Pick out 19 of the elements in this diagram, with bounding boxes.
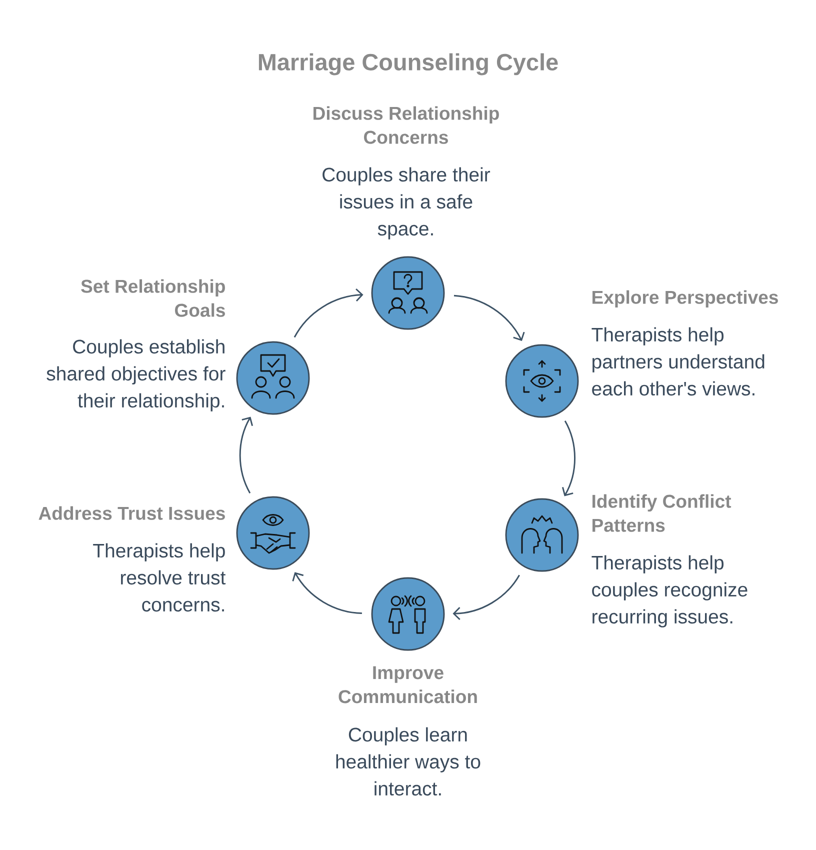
step-heading: Explore Perspectives xyxy=(592,290,778,308)
step-heading: Identify Conflict Patterns xyxy=(592,494,732,532)
title: Marriage Counseling Cycle xyxy=(258,53,558,76)
step-heading: Address Trust Issues xyxy=(38,506,225,520)
step-description: Therapists help couples recognize recurring issues. xyxy=(592,555,748,628)
step-description: Therapists help resolve trust concerns. xyxy=(93,543,226,612)
step-heading: Improve Communication xyxy=(338,666,477,704)
step-description: Couples share their issues in a safe space. xyxy=(322,167,490,240)
arrow xyxy=(239,416,254,494)
step-description: Couples establish shared objectives for their relationship. xyxy=(46,339,226,412)
step-description: Couples learn healthier ways to interact. xyxy=(336,727,480,796)
step-description: Therapists help partners understand each other's views. xyxy=(592,327,764,396)
arrow xyxy=(562,420,576,496)
step-heading: Set Relationship Goals xyxy=(81,279,225,317)
arrow xyxy=(292,572,362,614)
arrow xyxy=(452,574,520,620)
arrow xyxy=(294,288,364,338)
arrow xyxy=(454,294,525,342)
step-heading: Discuss Relationship Concerns xyxy=(314,106,499,144)
